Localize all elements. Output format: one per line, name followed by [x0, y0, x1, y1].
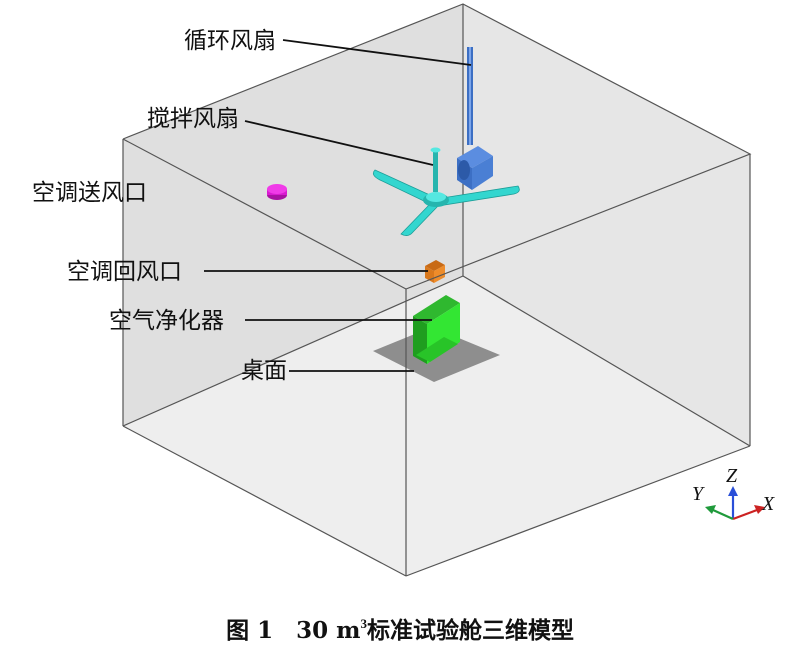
- back-left-wall: [123, 4, 463, 426]
- label-ac-supply: 空调送风口: [32, 180, 147, 206]
- air-purifier: [413, 295, 460, 364]
- leader-circulation-fan: [282, 39, 472, 66]
- x-axis-arrow-icon: [754, 505, 765, 514]
- circulation-fan: [457, 47, 493, 190]
- axes-indicator: Z X Y: [692, 465, 775, 521]
- caption-prefix: 图 1 30 m: [226, 617, 360, 644]
- label-stirring-fan: 搅拌风扇: [147, 106, 239, 132]
- axis-label-y: Y: [692, 483, 705, 505]
- ac-supply-vent: [267, 184, 287, 200]
- z-axis-arrow-icon: [728, 486, 738, 496]
- chamber-box: [122, 4, 751, 576]
- caption-sup: 3: [360, 616, 367, 631]
- label-ac-return: 空调回风口: [67, 259, 182, 285]
- figure-caption: 图 1 30 m3标准试验舱三维模型: [226, 616, 574, 644]
- back-right-wall: [463, 4, 750, 446]
- y-axis-arrow-icon: [705, 505, 716, 514]
- label-desk: 桌面: [241, 358, 287, 384]
- caption-suffix: 标准试验舱三维模型: [367, 617, 574, 644]
- leader-stirring-fan: [244, 120, 434, 166]
- stirring-fan: [372, 147, 520, 236]
- axis-label-x: X: [761, 493, 775, 515]
- label-air-purifier: 空气净化器: [109, 308, 224, 334]
- floor: [123, 276, 750, 576]
- axis-label-z: Z: [726, 465, 738, 487]
- label-circulation-fan: 循环风扇: [184, 28, 276, 54]
